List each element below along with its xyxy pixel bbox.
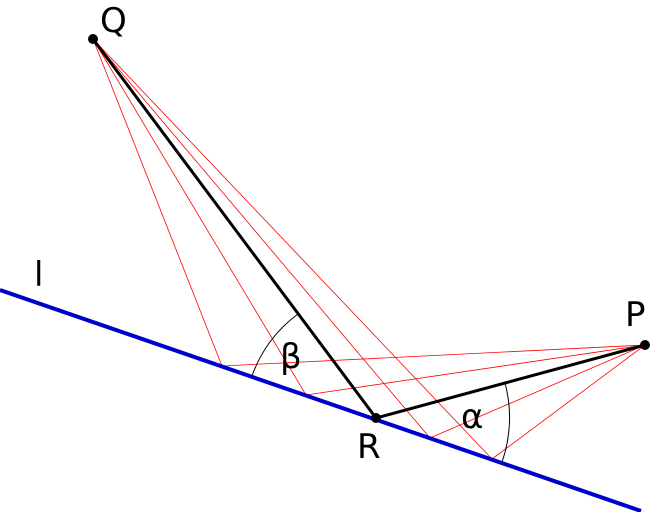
ray [221,344,646,367]
point-R [371,413,381,423]
label-beta: β [280,337,302,377]
ray [92,38,431,439]
ray [92,38,307,396]
label-alpha: α [461,397,484,437]
ray [491,344,646,460]
ray [305,344,646,396]
label-Q: Q [100,1,127,41]
label-P: P [625,295,646,335]
alpha-angle-arc [501,382,511,463]
beta-angle-arc [251,313,299,377]
point-P [640,340,650,350]
ray [429,344,646,439]
mirror-line-l [0,288,642,512]
segment-RP [375,343,646,420]
label-l: l [34,255,44,295]
segment-QR [91,38,378,419]
label-R: R [357,427,381,467]
candidate-rays [92,38,646,460]
ray [92,38,493,460]
ray [92,38,223,367]
point-Q [88,34,98,44]
